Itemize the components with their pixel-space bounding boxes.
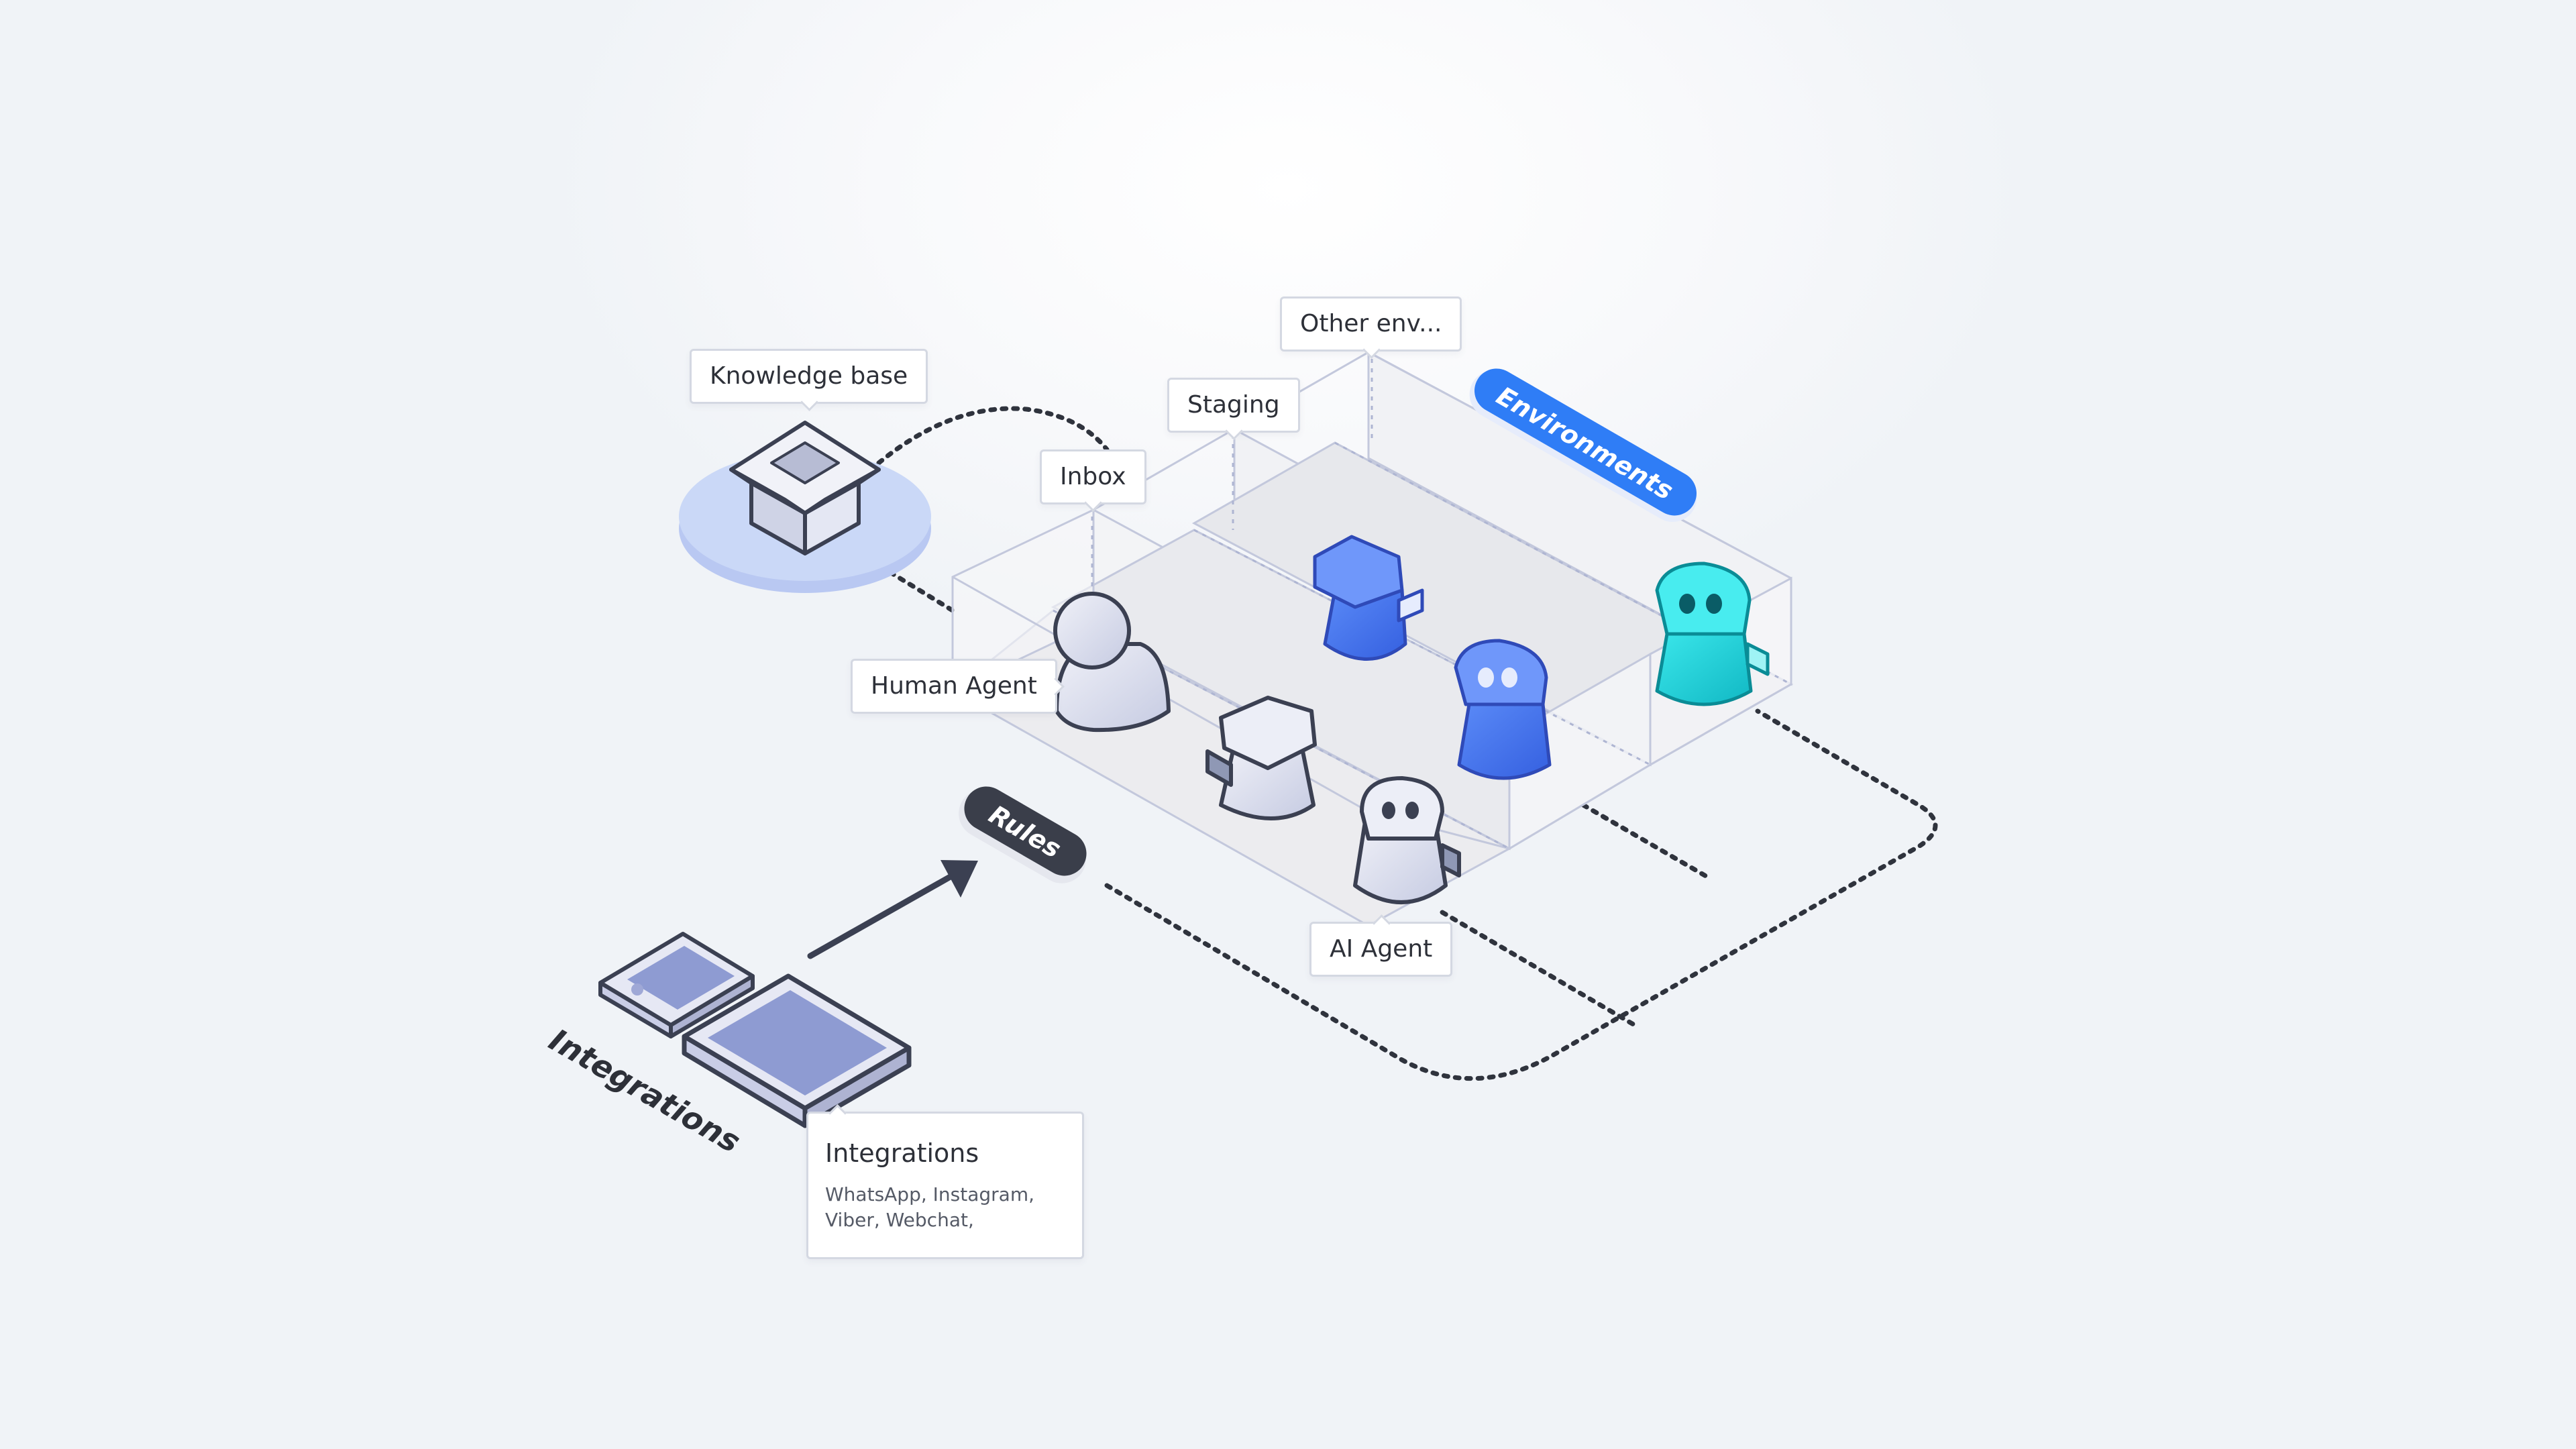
staging-exit-line xyxy=(1580,802,1713,881)
ai-agent-robot-blue-1 xyxy=(1313,535,1424,661)
other-env-callout: Other env... xyxy=(1280,297,1462,359)
human-agent-callout: Human Agent xyxy=(851,659,1065,714)
ai-agent-label: AI Agent xyxy=(1330,935,1433,963)
integrations-callout-subtitle-2: Viber, Webchat, xyxy=(825,1209,974,1231)
ai-agent-robot-blue-2 xyxy=(1454,639,1552,780)
integrations-callout: Integrations WhatsApp, Instagram, Viber,… xyxy=(806,1104,1084,1259)
box-icon xyxy=(729,421,881,555)
human-agent-figure xyxy=(1053,592,1171,733)
knowledge-base-label: Knowledge base xyxy=(710,362,908,390)
rules-loop-line xyxy=(1104,708,1938,1081)
integrations-callout-subtitle-1: WhatsApp, Instagram, xyxy=(825,1183,1035,1205)
ai-agent-robot-2 xyxy=(1353,776,1461,904)
rules-pill: Rules xyxy=(959,786,1087,883)
knowledge-base-callout: Knowledge base xyxy=(690,349,928,411)
staging-callout: Staging xyxy=(1167,378,1300,440)
phone-icon xyxy=(598,932,755,1038)
inbox-callout: Inbox xyxy=(1040,449,1146,512)
other-env-label: Other env... xyxy=(1300,310,1442,337)
staging-label: Staging xyxy=(1187,391,1280,419)
ai-agent-robot-cyan xyxy=(1655,561,1770,706)
tablet-icon xyxy=(682,973,912,1128)
ai-agent-callout: AI Agent xyxy=(1309,914,1453,977)
integrations-callout-title: Integrations xyxy=(825,1138,979,1168)
kb-connector-line xyxy=(876,406,1110,466)
inbox-label: Inbox xyxy=(1060,463,1126,490)
integrations-arrow xyxy=(807,860,978,959)
human-agent-label: Human Agent xyxy=(871,672,1037,700)
ai-agent-robot-1 xyxy=(1205,696,1317,820)
ai-agent-line xyxy=(1440,910,1640,1029)
knowledge-base xyxy=(679,421,931,593)
